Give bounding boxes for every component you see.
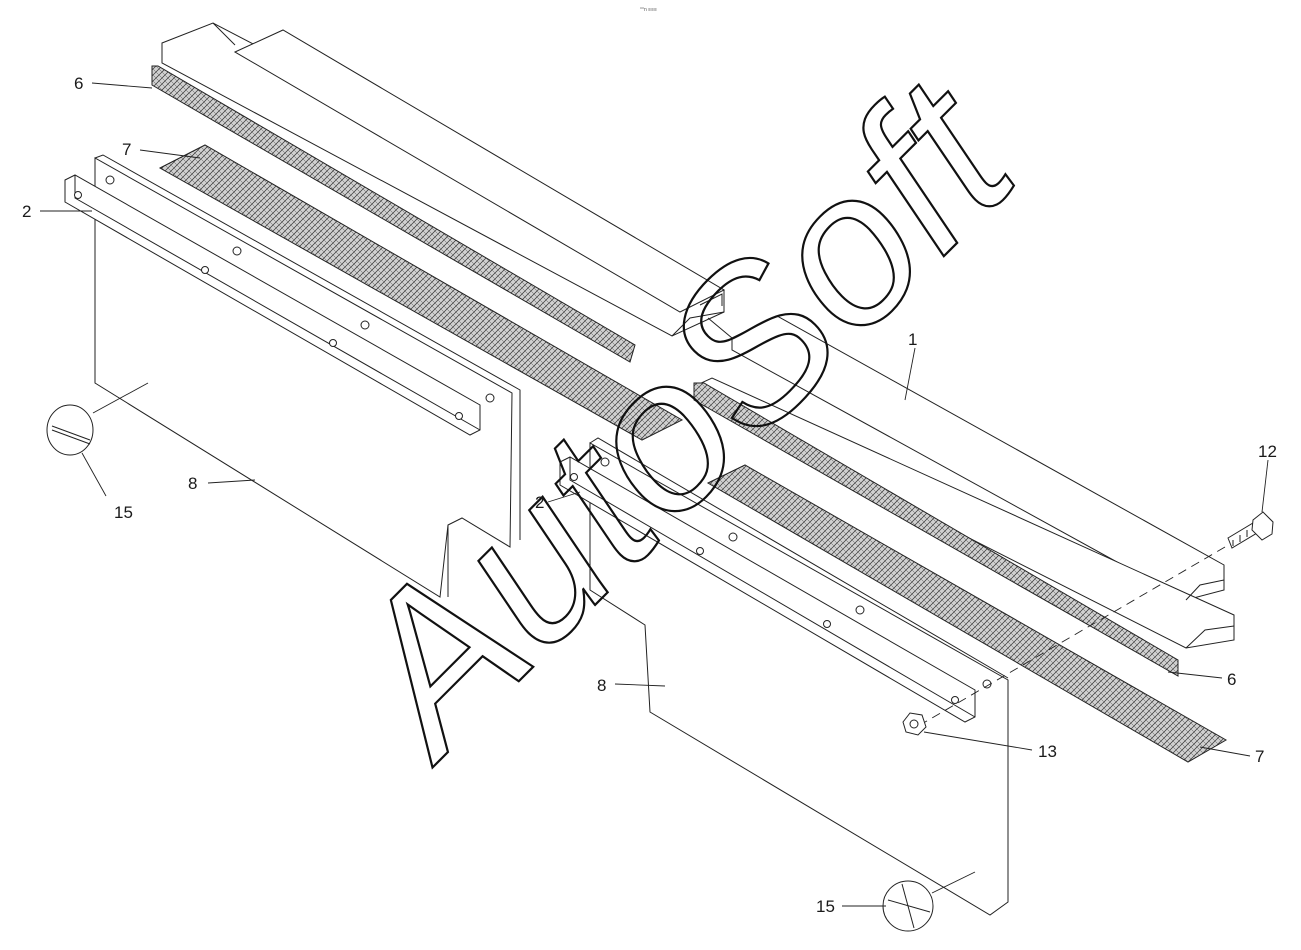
mesh-strip-6-lower[interactable] bbox=[693, 382, 1179, 677]
callout-13: 13 bbox=[1038, 742, 1057, 761]
clamp-bar-left[interactable] bbox=[64, 174, 481, 436]
channel-rail-upper bbox=[161, 22, 726, 337]
clamp-bar-right[interactable] bbox=[559, 456, 976, 723]
callout-1: 1 bbox=[908, 330, 917, 349]
nut-13[interactable] bbox=[902, 712, 927, 736]
callout-8-left: 8 bbox=[188, 474, 197, 493]
cross-cap-15-right[interactable] bbox=[882, 880, 934, 932]
callout-7-right: 7 bbox=[1255, 747, 1264, 766]
callout-2-right: 2 bbox=[535, 493, 544, 512]
callout-6-right: 6 bbox=[1227, 670, 1236, 689]
channel-rail-lower[interactable] bbox=[696, 315, 1235, 649]
callout-6-left: 6 bbox=[74, 74, 83, 93]
callout-8-right: 8 bbox=[597, 676, 606, 695]
header-mark: °°n ≡≡≡ bbox=[640, 7, 657, 13]
mesh-strip-6-upper bbox=[151, 65, 636, 363]
slotted-cap-15-left[interactable] bbox=[46, 404, 94, 456]
callout-15-right: 15 bbox=[816, 897, 835, 916]
callout-7-left: 7 bbox=[122, 140, 131, 159]
callout-2-left: 2 bbox=[22, 202, 31, 221]
mesh-strip-7-upper bbox=[158, 144, 684, 441]
leader-lines bbox=[40, 82, 1269, 907]
callout-12: 12 bbox=[1258, 442, 1277, 461]
bolt-12[interactable] bbox=[919, 511, 1274, 726]
callout-15-left: 15 bbox=[114, 503, 133, 522]
mesh-strip-7-lower[interactable] bbox=[706, 464, 1228, 763]
